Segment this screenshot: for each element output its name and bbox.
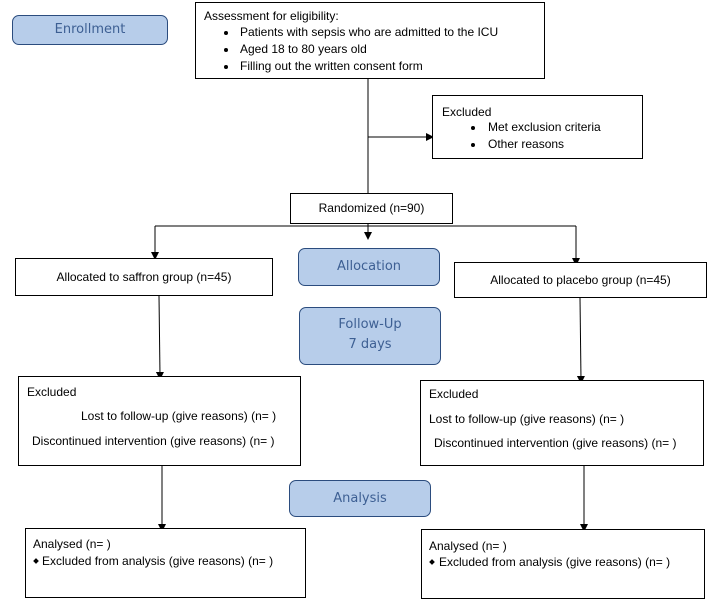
allocated-placebo-box: Allocated to placebo group (n=45) bbox=[454, 262, 707, 298]
followup-saffron-title: Excluded bbox=[27, 385, 77, 399]
stage-allocation-label: Allocation bbox=[336, 259, 402, 274]
excluded-top-title: Excluded bbox=[442, 105, 492, 119]
stage-allocation: Allocation bbox=[298, 248, 440, 286]
stage-followup-duration: 7 days bbox=[348, 337, 392, 352]
assessment-item: Filling out the written consent form bbox=[224, 59, 536, 76]
allocated-placebo-label: Allocated to placebo group (n=45) bbox=[490, 273, 671, 287]
assessment-item: Patients with sepsis who are admitted to… bbox=[224, 25, 536, 42]
connector-left-alloc-followup bbox=[155, 295, 164, 380]
assessment-title: Assessment for eligibility: bbox=[204, 9, 339, 23]
followup-placebo-discontinued: Discontinued intervention (give reasons)… bbox=[434, 436, 677, 450]
bullet-icon bbox=[224, 65, 228, 69]
analysis-saffron-excluded-row: Excluded from analysis (give reasons) (n… bbox=[33, 554, 298, 568]
allocated-saffron-box: Allocated to saffron group (n=45) bbox=[15, 258, 273, 296]
followup-placebo-title: Excluded bbox=[429, 387, 479, 401]
bullet-icon bbox=[471, 126, 475, 130]
stage-enrollment: Enrollment bbox=[12, 15, 168, 45]
stage-analysis: Analysis bbox=[289, 480, 431, 517]
analysis-placebo-excluded: Excluded from analysis (give reasons) (n… bbox=[439, 555, 671, 569]
analysis-saffron-box: Analysed (n= ) Excluded from analysis (g… bbox=[25, 528, 306, 598]
excluded-top-list: Met exclusion criteria Other reasons bbox=[442, 120, 633, 154]
followup-saffron-box: Excluded Lost to follow-up (give reasons… bbox=[18, 376, 301, 466]
bullet-icon bbox=[224, 31, 228, 35]
excluded-top-item: Met exclusion criteria bbox=[471, 120, 633, 137]
followup-placebo-lost: Lost to follow-up (give reasons) (n= ) bbox=[429, 412, 625, 426]
followup-placebo-box: Excluded Lost to follow-up (give reasons… bbox=[420, 380, 704, 466]
assessment-item-text: Filling out the written consent form bbox=[240, 59, 423, 73]
followup-saffron-lost: Lost to follow-up (give reasons) (n= ) bbox=[81, 409, 277, 423]
analysis-placebo-analysed: Analysed (n= ) bbox=[429, 539, 507, 553]
analysis-saffron-analysed: Analysed (n= ) bbox=[33, 537, 111, 551]
assessment-item-text: Patients with sepsis who are admitted to… bbox=[240, 25, 499, 39]
excluded-top-item-text: Other reasons bbox=[488, 137, 565, 151]
randomized-label: Randomized (n=90) bbox=[318, 201, 425, 215]
stage-followup: Follow-Up 7 days bbox=[299, 307, 441, 365]
diamond-bullet-icon bbox=[33, 558, 39, 564]
assessment-item: Aged 18 to 80 years old bbox=[224, 42, 536, 59]
excluded-top-box: Excluded Met exclusion criteria Other re… bbox=[432, 95, 643, 159]
analysis-placebo-excluded-row: Excluded from analysis (give reasons) (n… bbox=[429, 555, 697, 569]
excluded-top-item-text: Met exclusion criteria bbox=[488, 120, 601, 134]
stage-followup-label: Follow-Up bbox=[338, 317, 402, 332]
analysis-saffron-excluded: Excluded from analysis (give reasons) (n… bbox=[42, 554, 274, 568]
assessment-item-text: Aged 18 to 80 years old bbox=[240, 42, 367, 56]
assessment-box: Assessment for eligibility: Patients wit… bbox=[195, 2, 545, 79]
randomized-box: Randomized (n=90) bbox=[290, 193, 453, 224]
assessment-list: Patients with sepsis who are admitted to… bbox=[204, 25, 536, 76]
stage-analysis-label: Analysis bbox=[333, 491, 387, 506]
bullet-icon bbox=[224, 48, 228, 52]
analysis-placebo-box: Analysed (n= ) Excluded from analysis (g… bbox=[421, 529, 705, 599]
allocated-saffron-label: Allocated to saffron group (n=45) bbox=[56, 270, 232, 284]
excluded-top-item: Other reasons bbox=[471, 137, 633, 154]
bullet-icon bbox=[471, 143, 475, 147]
stage-enrollment-label: Enrollment bbox=[54, 22, 126, 37]
diamond-bullet-icon bbox=[429, 559, 435, 565]
followup-saffron-discontinued: Discontinued intervention (give reasons)… bbox=[32, 434, 275, 448]
connector-right-alloc-followup bbox=[576, 297, 585, 384]
